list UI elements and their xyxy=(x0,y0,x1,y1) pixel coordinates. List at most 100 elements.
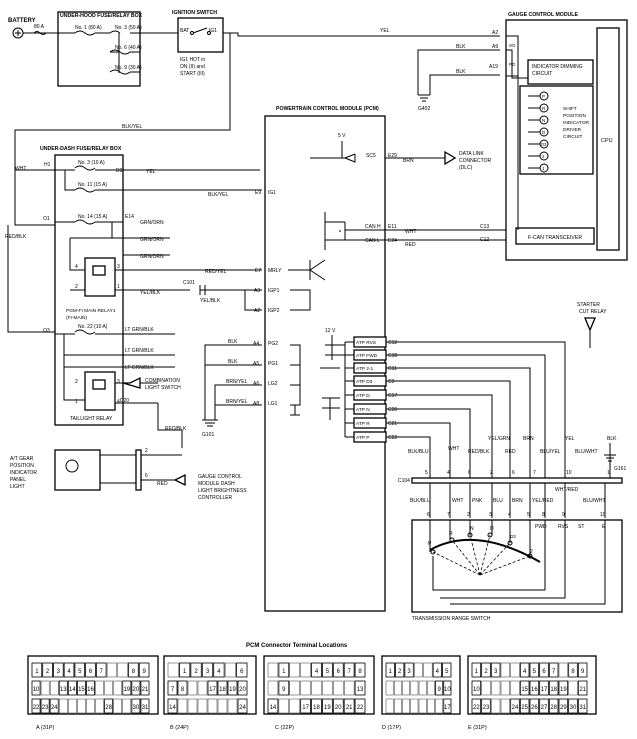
svg-text:O3: O3 xyxy=(43,328,50,334)
terminal-cell xyxy=(435,698,443,714)
terminal-number: 7 xyxy=(171,687,175,693)
terminal-number: 15 xyxy=(78,687,85,693)
terminal-number: 9 xyxy=(437,687,441,693)
terminal-number: 2 xyxy=(484,669,488,675)
svg-text:2: 2 xyxy=(75,284,78,290)
terminal-cell xyxy=(385,680,394,696)
terminal-cell xyxy=(40,680,50,696)
terminal-cell xyxy=(95,698,104,714)
svg-text:6: 6 xyxy=(145,473,148,479)
terminal-number: 28 xyxy=(105,705,112,711)
svg-text:CPU: CPU xyxy=(601,138,613,144)
svg-text:RED: RED xyxy=(405,242,416,248)
svg-text:F-CAN TRANSCEIVER: F-CAN TRANSCEIVER xyxy=(528,235,582,241)
terminal-cell xyxy=(577,662,588,678)
terminal-number: 23 xyxy=(483,705,490,711)
terminal-cell xyxy=(237,698,248,714)
terminal-cell xyxy=(95,680,104,696)
terminal-number: 5 xyxy=(533,669,537,675)
svg-text:6: 6 xyxy=(512,470,515,476)
terminal-number: 5 xyxy=(326,669,330,675)
svg-text:YEL/BLK: YEL/BLK xyxy=(140,290,161,296)
svg-text:LIGHT BRIGHTNESS: LIGHT BRIGHTNESS xyxy=(198,488,247,494)
terminal-number: 3 xyxy=(494,669,498,675)
svg-text:A4: A4 xyxy=(253,341,259,347)
terminal-number: 19 xyxy=(324,705,331,711)
terminal-cell xyxy=(343,698,355,714)
terminal-cell xyxy=(74,662,86,678)
svg-text:E9: E9 xyxy=(255,190,261,196)
svg-text:5 V: 5 V xyxy=(338,133,346,139)
svg-text:A8: A8 xyxy=(253,401,259,407)
terminal-number: 5 xyxy=(445,669,449,675)
terminal-cell xyxy=(491,680,501,696)
terminal-cell xyxy=(558,680,569,696)
svg-text:BRN: BRN xyxy=(403,158,414,164)
svg-text:4: 4 xyxy=(117,399,120,405)
terminal-number: 31 xyxy=(579,705,586,711)
terminal-cell xyxy=(414,662,423,678)
svg-text:ATP R: ATP R xyxy=(356,421,370,427)
terminal-cell xyxy=(63,662,75,678)
svg-text:COMBINATION: COMBINATION xyxy=(145,378,180,384)
terminal-cell xyxy=(568,680,578,696)
svg-text:1: 1 xyxy=(542,166,545,171)
terminal-cell xyxy=(568,698,578,714)
terminal-cell xyxy=(77,698,86,714)
svg-text:E14: E14 xyxy=(125,214,134,220)
terminal-cell xyxy=(548,680,559,696)
svg-text:INDICATOR DIMMING: INDICATOR DIMMING xyxy=(532,64,583,70)
svg-text:No. 1 (80 A): No. 1 (80 A) xyxy=(75,25,102,31)
terminal-cell xyxy=(394,680,402,696)
svg-text:GRN/ORN: GRN/ORN xyxy=(140,254,164,260)
svg-text:YEL/RED: YEL/RED xyxy=(532,498,554,504)
svg-text:RVS: RVS xyxy=(558,524,569,530)
svg-text:BRN/YEL: BRN/YEL xyxy=(226,379,248,385)
terminal-cell xyxy=(217,680,228,696)
svg-text:MRLY: MRLY xyxy=(268,268,282,274)
svg-text:LT GRN/BLK: LT GRN/BLK xyxy=(125,327,154,333)
svg-text:BRN: BRN xyxy=(523,436,534,442)
terminal-cell xyxy=(443,680,452,696)
svg-text:4: 4 xyxy=(508,512,511,518)
terminal-number: 7 xyxy=(347,669,351,675)
terminal-cell xyxy=(104,698,114,714)
terminal-cell xyxy=(140,698,150,714)
svg-text:ST: ST xyxy=(578,524,584,530)
terminal-number: 1 xyxy=(35,669,39,675)
svg-text:INDICATOR: INDICATOR xyxy=(10,470,37,476)
svg-text:80 A: 80 A xyxy=(34,24,45,30)
terminal-cell xyxy=(491,698,501,714)
terminal-cell xyxy=(500,662,510,678)
svg-text:BATTERY: BATTERY xyxy=(8,18,36,24)
svg-text:MODULE DASH: MODULE DASH xyxy=(198,481,235,487)
terminal-number: 25 xyxy=(521,705,528,711)
svg-text:BLK: BLK xyxy=(456,69,466,75)
terminal-cell xyxy=(86,698,95,714)
terminal-cell xyxy=(568,662,578,678)
terminal-cell xyxy=(53,662,64,678)
svg-text:2: 2 xyxy=(542,154,545,159)
svg-text:C11: C11 xyxy=(388,366,397,372)
terminal-cell xyxy=(31,680,41,696)
svg-text:PG1: PG1 xyxy=(268,361,278,367)
svg-text:ATP RVS: ATP RVS xyxy=(356,340,376,346)
terminal-cell xyxy=(197,698,208,714)
svg-text:BLK: BLK xyxy=(228,339,238,345)
svg-text:PGM-FI MAIN RELAY1: PGM-FI MAIN RELAY1 xyxy=(66,308,116,314)
terminal-cell xyxy=(187,680,198,696)
terminal-number: 8 xyxy=(358,669,362,675)
terminal-number: 3 xyxy=(57,669,61,675)
terminal-cell xyxy=(322,680,333,696)
terminal-cell xyxy=(131,680,141,696)
terminal-cell xyxy=(481,662,491,678)
terminal-number: 13 xyxy=(357,687,364,693)
svg-text:A9: A9 xyxy=(492,44,498,50)
terminal-number: 4 xyxy=(315,669,319,675)
terminal-cell xyxy=(402,698,410,714)
terminal-cell xyxy=(131,698,141,714)
svg-text:10: 10 xyxy=(566,470,572,476)
terminal-cell xyxy=(418,680,427,696)
svg-text:5: 5 xyxy=(425,470,428,476)
